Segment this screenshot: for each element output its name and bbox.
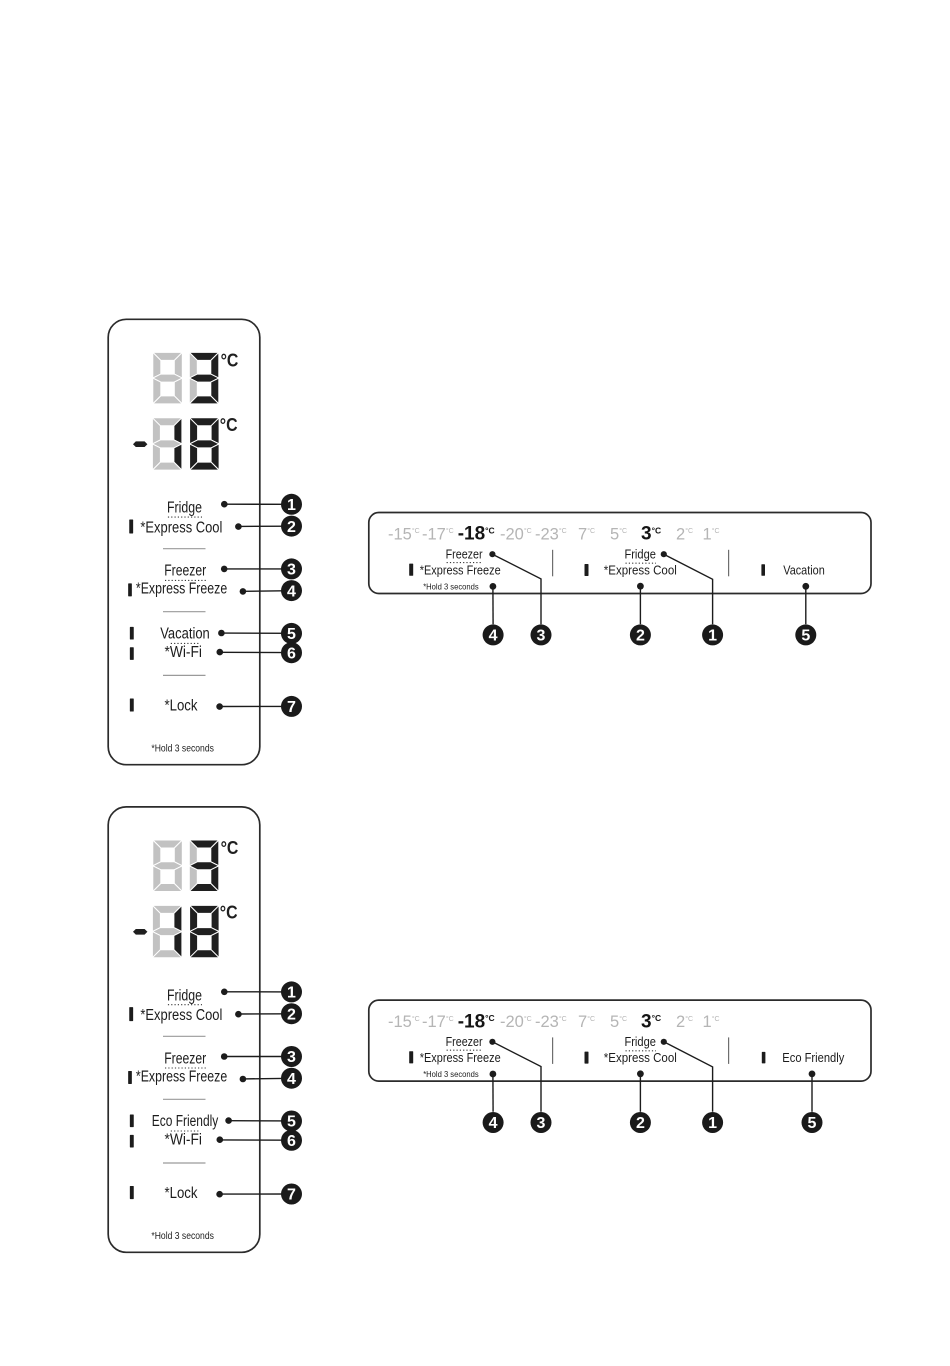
svg-text:6: 6 xyxy=(287,645,296,662)
svg-text:4: 4 xyxy=(287,583,296,600)
svg-text:4: 4 xyxy=(489,1115,498,1132)
svg-text:°C: °C xyxy=(221,837,239,858)
svg-text:-17°C: -17°C xyxy=(422,526,454,544)
svg-text:*Express Cool: *Express Cool xyxy=(604,564,677,578)
svg-text:2: 2 xyxy=(636,628,645,645)
svg-text:1: 1 xyxy=(708,628,717,645)
svg-text:Freezer: Freezer xyxy=(446,1035,483,1049)
svg-text:Freezer: Freezer xyxy=(164,1050,206,1067)
svg-text:*Express Freeze: *Express Freeze xyxy=(136,1068,227,1085)
svg-text:*Hold 3 seconds: *Hold 3 seconds xyxy=(151,1230,214,1242)
svg-text:Fridge: Fridge xyxy=(624,548,656,562)
svg-text:5: 5 xyxy=(287,626,296,643)
svg-text:1: 1 xyxy=(287,497,296,514)
svg-text:*Express Freeze: *Express Freeze xyxy=(136,581,227,598)
svg-text:Eco Friendly: Eco Friendly xyxy=(152,1113,219,1130)
svg-text:°C: °C xyxy=(220,902,238,923)
svg-text:5: 5 xyxy=(801,628,810,645)
svg-text:*Lock: *Lock xyxy=(165,697,198,714)
svg-text:*Wi-Fi: *Wi-Fi xyxy=(165,644,203,661)
svg-text:-20°C: -20°C xyxy=(500,526,532,544)
svg-text:Eco Friendly: Eco Friendly xyxy=(782,1051,845,1065)
svg-text:Fridge: Fridge xyxy=(167,500,202,517)
svg-text:-23°C: -23°C xyxy=(535,1013,567,1031)
svg-text:Freezer: Freezer xyxy=(164,563,206,580)
svg-text:*Hold 3 seconds: *Hold 3 seconds xyxy=(423,582,479,592)
svg-text:*Express Freeze: *Express Freeze xyxy=(420,564,501,578)
svg-text:°C: °C xyxy=(221,350,239,371)
svg-text:-17°C: -17°C xyxy=(422,1013,454,1031)
svg-text:Fridge: Fridge xyxy=(624,1035,656,1049)
svg-text:4: 4 xyxy=(489,628,498,645)
svg-text:2: 2 xyxy=(287,1006,296,1023)
svg-text:Fridge: Fridge xyxy=(167,987,202,1004)
svg-text:*Express Cool: *Express Cool xyxy=(140,1007,222,1024)
svg-text:3: 3 xyxy=(537,1115,546,1132)
svg-text:2: 2 xyxy=(287,519,296,536)
svg-text:3: 3 xyxy=(287,1049,296,1066)
svg-text:1: 1 xyxy=(287,985,296,1002)
svg-text:-20°C: -20°C xyxy=(500,1013,532,1031)
svg-text:3: 3 xyxy=(287,562,296,579)
svg-text:2: 2 xyxy=(636,1115,645,1132)
svg-text:*Hold 3 seconds: *Hold 3 seconds xyxy=(151,742,214,754)
svg-text:*Express Cool: *Express Cool xyxy=(140,519,222,536)
svg-text:Freezer: Freezer xyxy=(446,548,483,562)
svg-text:7: 7 xyxy=(287,699,296,716)
svg-text:*Express Freeze: *Express Freeze xyxy=(420,1051,501,1065)
svg-text:Vacation: Vacation xyxy=(160,626,210,643)
svg-text:5: 5 xyxy=(808,1115,817,1132)
svg-text:4: 4 xyxy=(287,1071,296,1088)
svg-text:5: 5 xyxy=(287,1114,296,1131)
svg-text:*Express Cool: *Express Cool xyxy=(604,1051,677,1065)
svg-text:*Hold 3 seconds: *Hold 3 seconds xyxy=(423,1069,479,1079)
svg-text:-15°C: -15°C xyxy=(388,1013,420,1031)
svg-text:Vacation: Vacation xyxy=(783,563,825,577)
svg-text:3: 3 xyxy=(537,628,546,645)
svg-text:7: 7 xyxy=(287,1187,296,1204)
svg-text:-23°C: -23°C xyxy=(535,526,567,544)
svg-text:-15°C: -15°C xyxy=(388,526,420,544)
svg-text:*Lock: *Lock xyxy=(165,1185,198,1202)
svg-text:1: 1 xyxy=(708,1115,717,1132)
svg-text:*Wi-Fi: *Wi-Fi xyxy=(165,1132,203,1149)
svg-text:°C: °C xyxy=(220,414,238,435)
svg-text:6: 6 xyxy=(287,1133,296,1150)
